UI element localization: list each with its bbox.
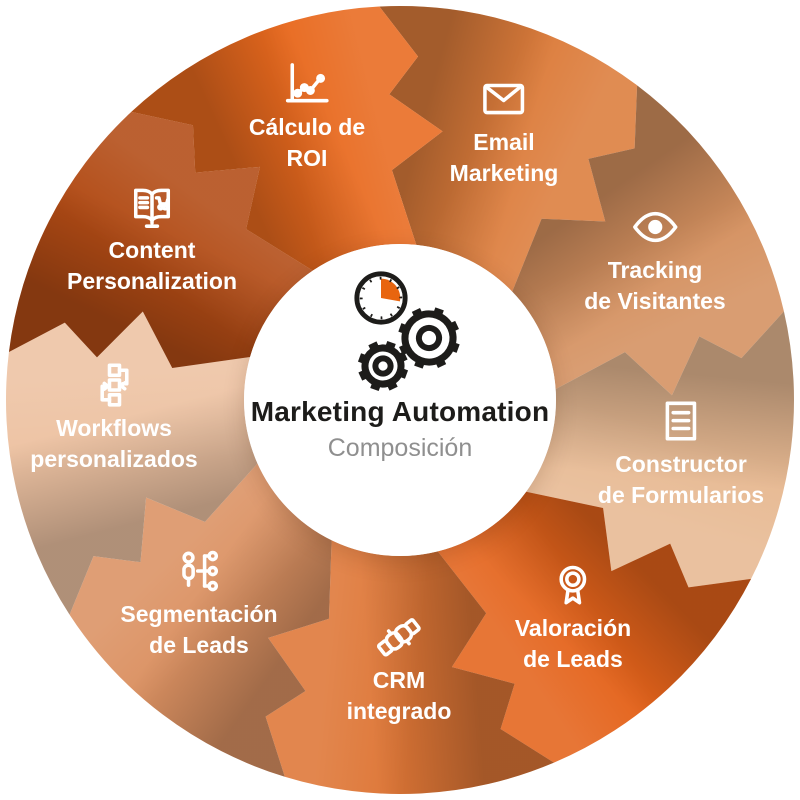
segment-shade-valoracion-de-leads (437, 491, 752, 763)
segment-label-text: Segmentación (120, 601, 278, 628)
segment-shade-calculo-de-roi (131, 6, 443, 271)
book-icon (133, 188, 171, 228)
segment-shade-crm-integrado (265, 540, 554, 794)
center-hub: Marketing Automation Composición (244, 244, 556, 556)
clock-quarter-sector (381, 278, 401, 302)
award-icon (559, 565, 587, 605)
segment-label-text: personalizados (30, 446, 198, 472)
segment-label-constructor-formularios: Constructor de Formularios (598, 396, 764, 508)
segment-label-workflows-personalizados: Workflows personalizados (30, 360, 198, 472)
segment-label-tracking-de-visitantes: Tracking de Visitantes (584, 202, 726, 314)
segment-label-text: Workflows (56, 415, 172, 442)
gear-icon-small (357, 340, 409, 392)
segment-label-text: de Visitantes (584, 288, 726, 314)
segment-label-calculo-de-roi: Cálculo de ROI (249, 59, 365, 171)
segment-shade-constructor-formularios (526, 311, 794, 588)
gear-icon-large (398, 307, 460, 369)
workflow-icon (100, 363, 129, 407)
segment-label-text: Tracking (607, 257, 703, 284)
email-icon (483, 83, 525, 115)
clock-icon (354, 271, 408, 325)
segment-label-text: Email (473, 129, 535, 156)
eye-icon (632, 211, 678, 243)
segment-shade-content-personalization (8, 111, 313, 368)
segment-label-text: de Leads (149, 632, 249, 658)
segment-label-valoracion-de-leads: Valoración de Leads (515, 560, 631, 672)
segment-label-text: de Formularios (597, 482, 765, 508)
segment-label-text: Content (108, 237, 196, 264)
segment-label-text: Personalization (67, 268, 237, 294)
segment-label-segmentacion-de-leads: Segmentación de Leads (120, 546, 278, 658)
segment-shade-workflows-personalizados (6, 311, 258, 615)
center-title: Marketing Automation (250, 396, 550, 427)
segment-label-text: Constructor (615, 451, 747, 478)
roi-chart-icon (286, 63, 329, 103)
segment-label-text: de Leads (523, 646, 623, 672)
segment-label-text: ROI (286, 145, 328, 171)
handshake-icon (377, 618, 422, 657)
segmentation-icon (181, 550, 218, 592)
segment-shade-email-marketing (379, 5, 638, 292)
form-icon (665, 401, 697, 441)
segment-label-text: Cálculo de (248, 114, 366, 141)
segment-label-crm-integrado: CRM integrado (346, 612, 452, 724)
segment-label-text: Valoración (514, 615, 632, 642)
center-subtitle: Composición (327, 434, 473, 462)
segment-label-text: integrado (346, 698, 452, 724)
segment-label-text: CRM (372, 667, 426, 694)
segment-label-text: Marketing (449, 160, 559, 186)
segment-shade-segmentacion-de-leads (69, 463, 332, 777)
